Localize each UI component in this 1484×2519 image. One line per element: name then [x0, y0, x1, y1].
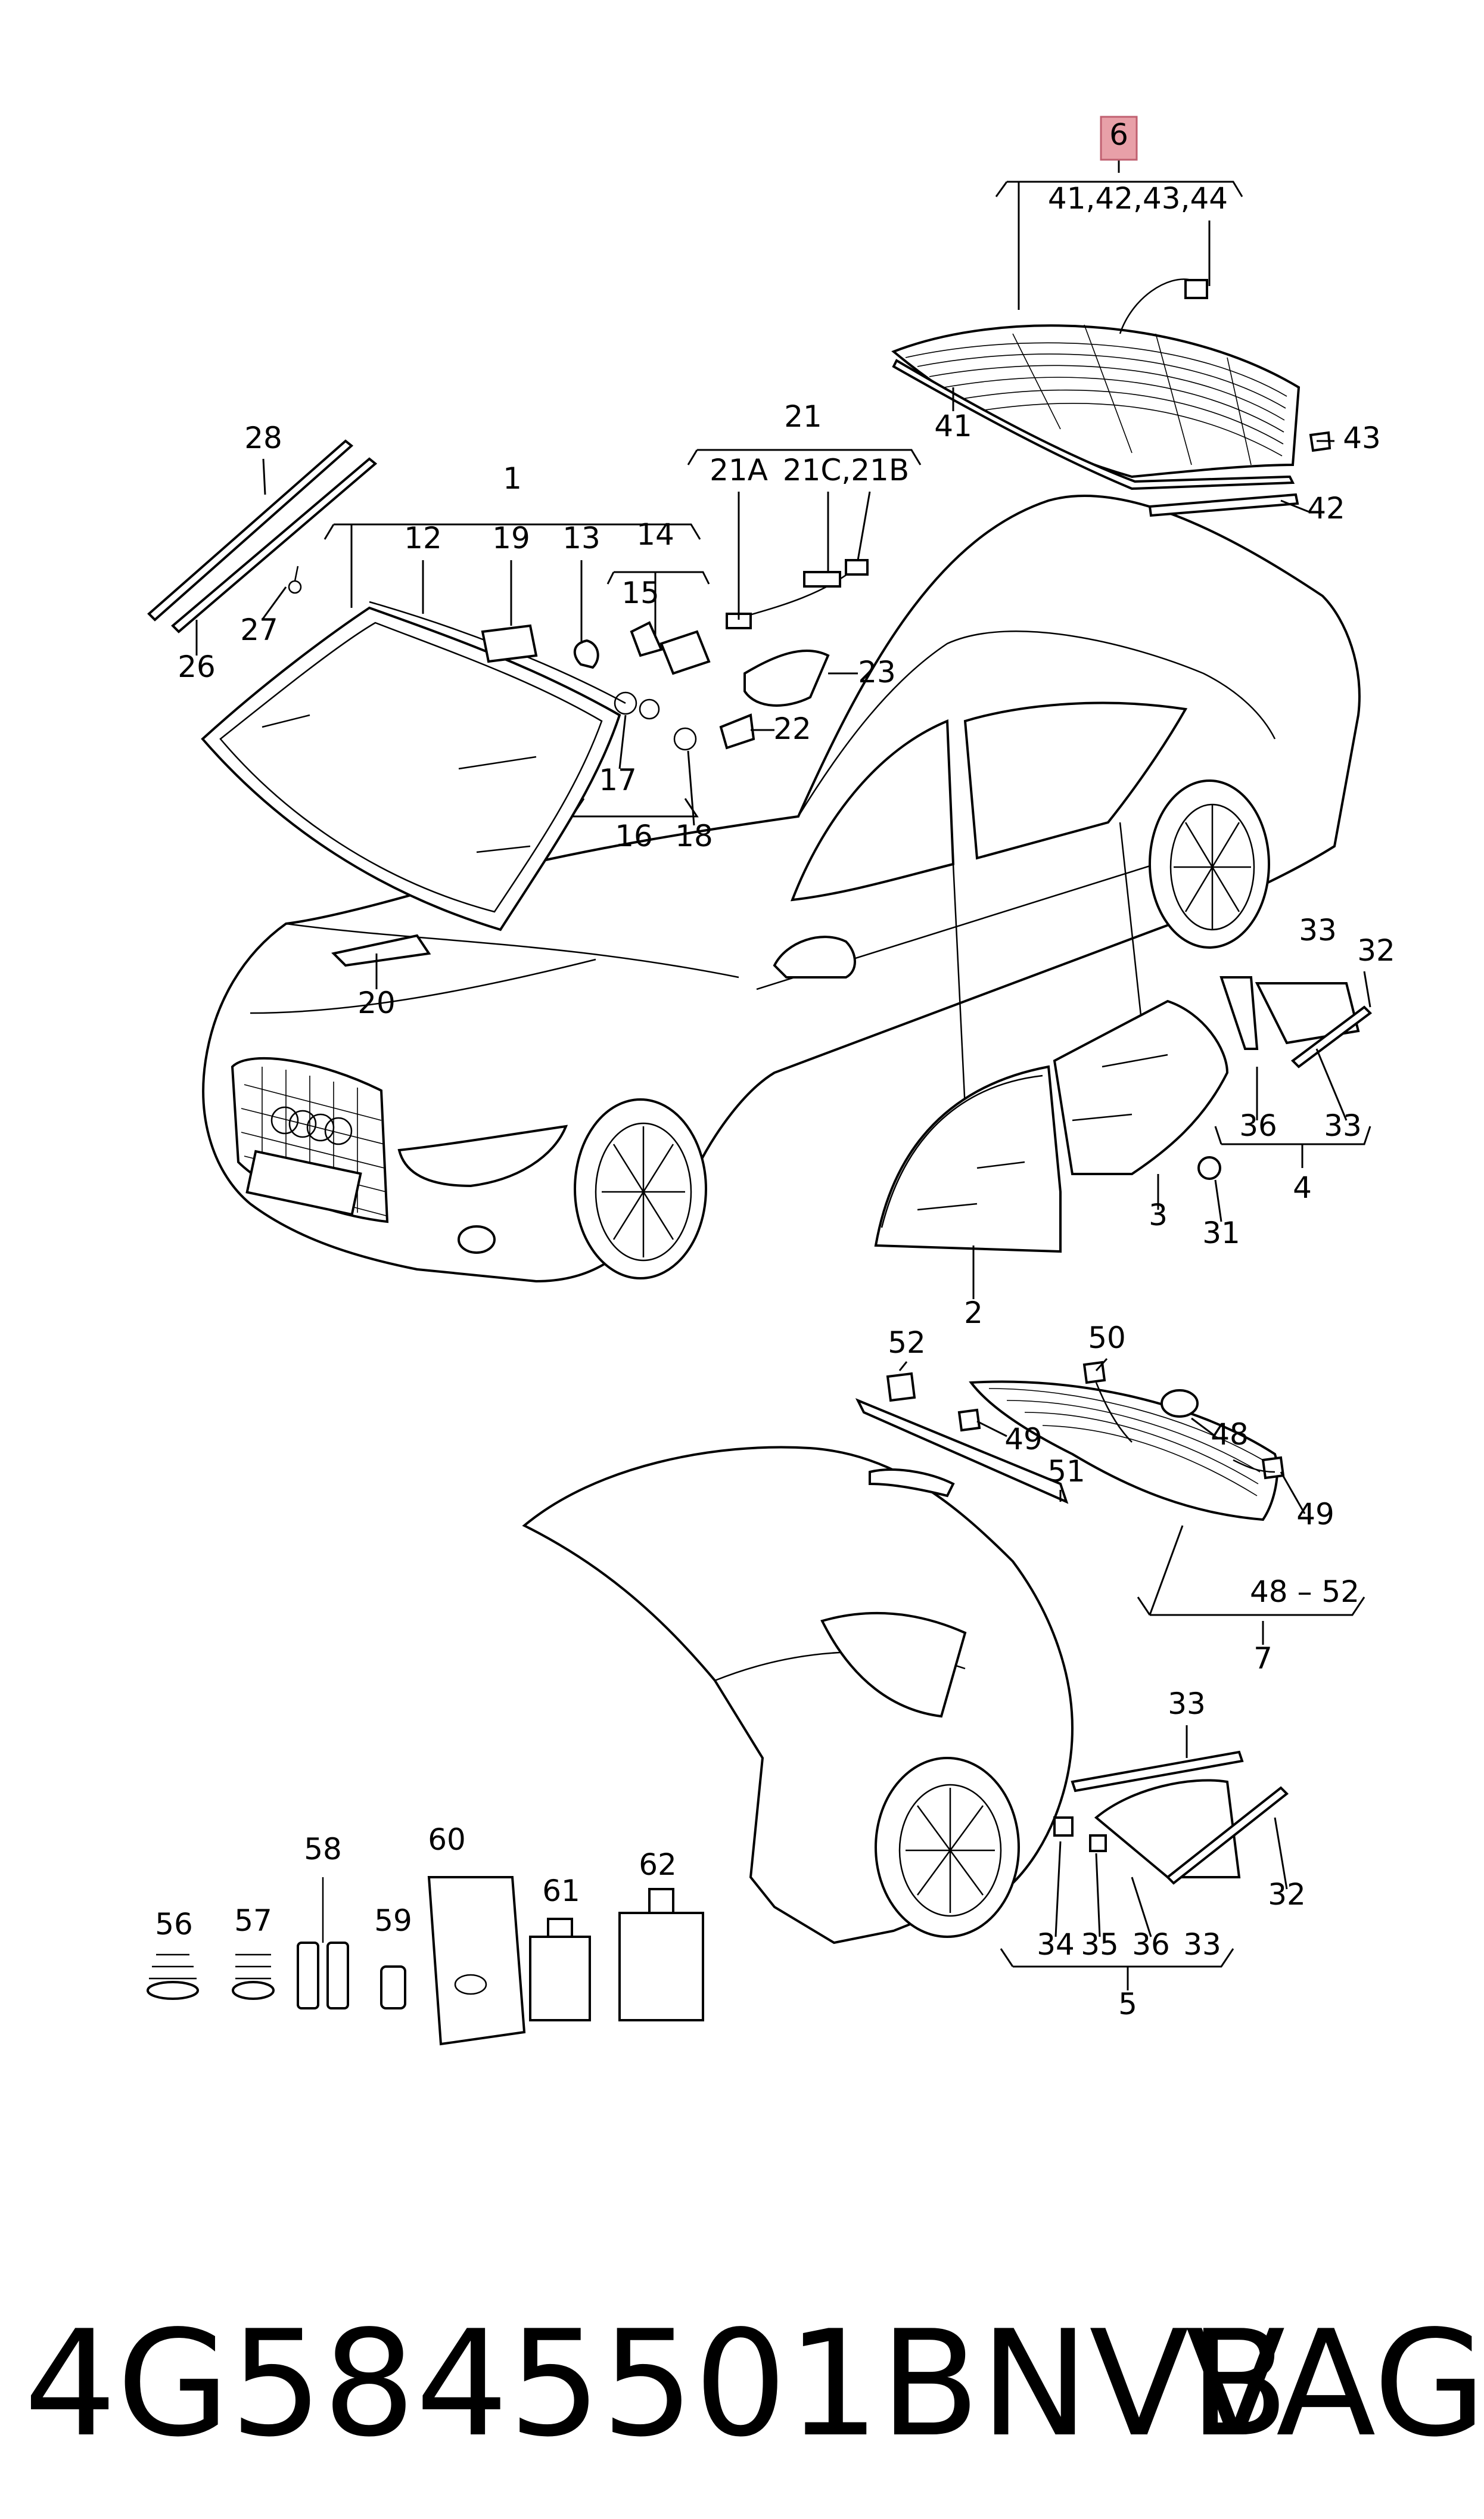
- callout-c27: 27: [240, 613, 278, 647]
- rear-car-body: [522, 1446, 1074, 1945]
- leader-lines: [195, 156, 1371, 1990]
- callout-c22: 22: [773, 712, 811, 746]
- grille-mesh: [241, 1067, 387, 1216]
- rear-window: [855, 1361, 1285, 1521]
- callout-c1: 1: [503, 461, 522, 496]
- audi-rings-logo: [270, 1106, 353, 1145]
- roof-glass-panel: [891, 278, 1331, 517]
- small-clips: [573, 559, 869, 751]
- callout-c35: 35: [1081, 1927, 1119, 1962]
- callout-c59: 59: [374, 1903, 412, 1938]
- callout-c36b: 36: [1132, 1927, 1170, 1962]
- callout-c33c: 33: [1168, 1686, 1206, 1721]
- callout-c31: 31: [1202, 1216, 1240, 1250]
- callout-c3: 3: [1149, 1198, 1168, 1232]
- callout-c21A: 21A: [710, 453, 768, 487]
- callout-c48: 48: [1211, 1417, 1249, 1452]
- callout-c16: 16: [615, 819, 653, 853]
- callout-c62: 62: [639, 1847, 677, 1882]
- callout-c33a: 33: [1299, 913, 1337, 948]
- callout-c12: 12: [404, 521, 442, 555]
- callout-c23: 23: [858, 655, 896, 689]
- roof-moldings: [147, 439, 378, 633]
- callout-c13: 13: [562, 521, 601, 555]
- callout-c32a: 32: [1357, 933, 1395, 968]
- callout-c21: 21: [784, 399, 822, 434]
- windshield: [201, 601, 626, 967]
- callout-c42: 42: [1307, 491, 1345, 526]
- callout-c28: 28: [244, 421, 282, 455]
- highlight-box-6: [1100, 116, 1138, 161]
- callout-c36a: 36: [1239, 1108, 1277, 1143]
- callout-c51: 51: [1047, 1454, 1085, 1489]
- callout-c61: 61: [542, 1874, 580, 1908]
- front-door-glass: [874, 1065, 1062, 1253]
- callout-c14: 14: [636, 517, 674, 552]
- quarter-glass-4: [1219, 976, 1373, 1069]
- callout-c41: 41: [934, 409, 972, 443]
- callout-c57: 57: [234, 1903, 272, 1938]
- callout-c21C21B: 21C,21B: [783, 453, 909, 487]
- callout-c34: 34: [1037, 1927, 1075, 1962]
- callout-c4: 4: [1293, 1170, 1312, 1205]
- part-number-text: 4G5845501BNVB: [24, 2299, 1289, 2469]
- callout-c50: 50: [1088, 1321, 1126, 1355]
- callout-c20: 20: [357, 986, 396, 1020]
- brand-text: VAG: [1186, 2299, 1484, 2469]
- callout-c17: 17: [599, 763, 637, 797]
- callout-c49a: 49: [1004, 1422, 1043, 1456]
- adhesive-kit: [147, 1876, 704, 2046]
- rear-door-glass: [1053, 999, 1229, 1180]
- callout-c19: 19: [492, 521, 530, 555]
- callout-c56: 56: [155, 1907, 193, 1942]
- callout-c49b: 49: [1296, 1497, 1334, 1532]
- callout-c33d: 33: [1183, 1927, 1221, 1962]
- front-car-body: [202, 495, 1361, 1283]
- callout-c60: 60: [428, 1822, 466, 1857]
- callout-c7: 7: [1253, 1641, 1273, 1676]
- callout-c52: 52: [888, 1325, 926, 1360]
- callout-c26: 26: [178, 650, 216, 684]
- callout-c33b: 33: [1324, 1108, 1362, 1143]
- callout-c58: 58: [304, 1832, 342, 1866]
- callout-c6: 6: [1109, 117, 1128, 152]
- callout-c18: 18: [675, 819, 713, 853]
- callout-c48-52: 48 – 52: [1250, 1574, 1359, 1609]
- callout-c32b: 32: [1268, 1877, 1306, 1912]
- rear-quarter-glass-5: [1053, 1750, 1289, 1885]
- callout-c43: 43: [1343, 421, 1381, 455]
- callout-c15: 15: [621, 576, 659, 610]
- callout-c2: 2: [964, 1296, 983, 1330]
- callout-c5: 5: [1118, 1987, 1137, 2021]
- callout-c41-44: 41,42,43,44: [1048, 181, 1228, 216]
